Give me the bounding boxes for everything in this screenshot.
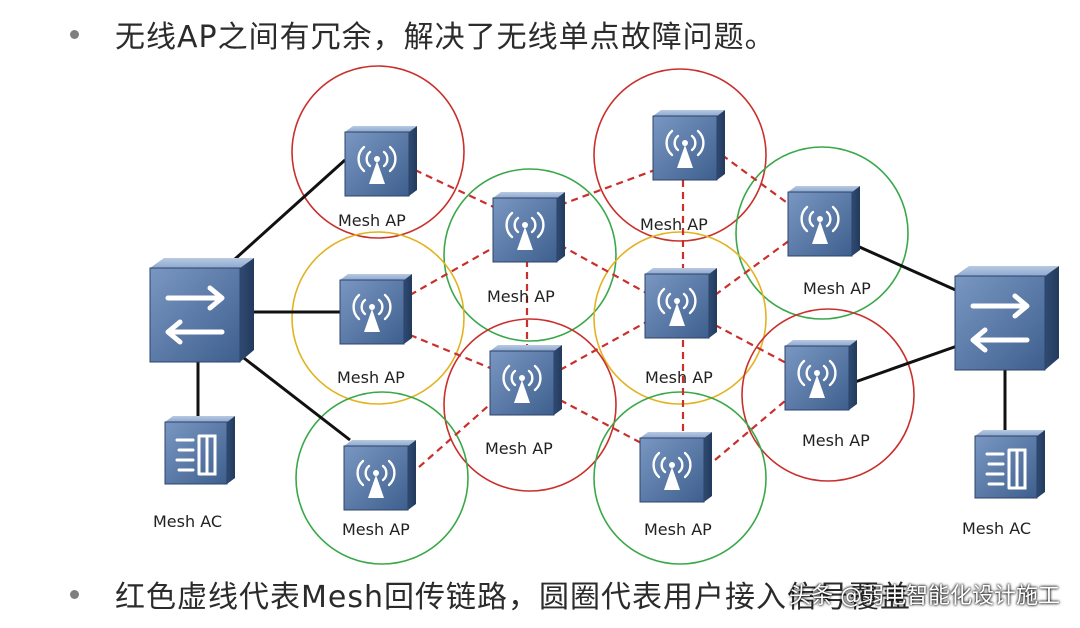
mesh-ap-icon — [489, 345, 562, 416]
bullet-text: 无线AP之间有冗余，解决了无线单点故障问题。 — [115, 20, 776, 55]
mesh-ap-label: Mesh AP — [645, 368, 713, 387]
coverage-circle-green — [593, 391, 767, 565]
mesh-backhaul-links — [409, 154, 793, 476]
bullet-dot — [70, 589, 79, 599]
mesh-ac-icon — [974, 430, 1045, 499]
coverage-circle-green — [295, 391, 469, 565]
mesh-ap-icon — [639, 432, 712, 503]
bullet-point-top: 无线AP之间有冗余，解决了无线单点故障问题。 — [70, 12, 776, 56]
coverage-circle-red — [593, 68, 767, 242]
mesh-ap-icon — [343, 440, 416, 511]
mesh-ap-icon — [339, 274, 412, 345]
device-labels: Mesh AP Mesh AP Mesh AP Mesh AP Mesh AP … — [153, 211, 1031, 539]
mesh-ac-label: Mesh AC — [962, 519, 1031, 538]
coverage-circles — [291, 65, 915, 565]
mesh-ap-icon — [787, 186, 860, 257]
switch-icon — [149, 258, 254, 363]
coverage-circle-green — [443, 168, 617, 342]
mesh-ap-icon — [652, 110, 725, 181]
mesh-ac-label: Mesh AC — [153, 512, 222, 531]
mesh-ap-icon — [344, 126, 417, 197]
mesh-ap-label: Mesh AP — [640, 215, 708, 234]
watermark: 头条 @弱电智能化设计施工 — [789, 584, 1060, 609]
mesh-ap-label: Mesh AP — [487, 287, 555, 306]
mesh-ap-icon — [492, 192, 565, 263]
coverage-circle-green — [735, 146, 909, 320]
mesh-ap-label: Mesh AP — [644, 520, 712, 539]
coverage-circle-yellow — [291, 231, 465, 405]
coverage-circle-red — [443, 318, 617, 492]
mesh-ap-label: Mesh AP — [802, 431, 870, 450]
bullet-text: 红色虚线代表Mesh回传链路，圆圈代表用户接入信号覆盖 — [115, 580, 911, 615]
mesh-ap-label: Mesh AP — [342, 520, 410, 539]
coverage-circle-red — [741, 308, 915, 482]
mesh-ap-label: Mesh AP — [485, 439, 553, 458]
mesh-ap-label: Mesh AP — [803, 279, 871, 298]
coverage-circle-red — [291, 65, 465, 239]
switch-icon — [954, 266, 1059, 371]
wired-links — [196, 158, 1007, 442]
mesh-ap-label: Mesh AP — [337, 368, 405, 387]
mesh-ap-label: Mesh AP — [338, 211, 406, 230]
mesh-ap-devices — [339, 110, 860, 511]
bullet-point-bottom: 红色虚线代表Mesh回传链路，圆圈代表用户接入信号覆盖 — [70, 572, 911, 616]
mesh-ap-icon — [644, 268, 717, 339]
bullet-dot — [70, 29, 79, 39]
coverage-circle-yellow — [593, 231, 767, 405]
mesh-ap-icon — [784, 340, 857, 411]
mesh-ac-icon — [164, 416, 235, 485]
